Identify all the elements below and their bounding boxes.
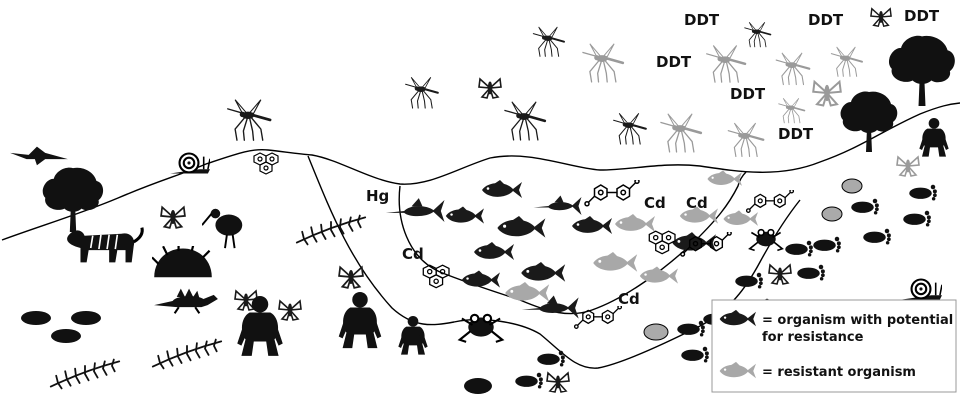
pterosaur-icon bbox=[10, 147, 68, 166]
molecule-icon bbox=[747, 189, 794, 212]
legend-potential-label: = organism with potential bbox=[762, 313, 953, 328]
tree-icon bbox=[889, 36, 955, 106]
butterfly-icon bbox=[279, 301, 301, 320]
snail-icon bbox=[170, 154, 210, 174]
stone-icon bbox=[644, 324, 668, 340]
butterfly-icon bbox=[479, 79, 501, 98]
snail-icon bbox=[902, 280, 942, 300]
fish-icon bbox=[446, 206, 484, 223]
butterfly-icon bbox=[161, 207, 185, 228]
fern-icon bbox=[153, 340, 221, 369]
fish-icon bbox=[593, 252, 637, 272]
footprint-icon bbox=[863, 229, 891, 245]
mosquito-icon bbox=[614, 113, 646, 144]
butterfly-icon bbox=[813, 82, 841, 106]
primate-icon bbox=[919, 118, 948, 157]
fish-icon bbox=[534, 196, 582, 216]
fish-icon bbox=[497, 216, 545, 238]
ddt-label: DDT bbox=[778, 125, 814, 143]
tree-icon bbox=[841, 91, 898, 152]
stone-icon bbox=[71, 311, 101, 325]
cd-label: Cd bbox=[618, 290, 640, 308]
tiger-icon bbox=[67, 228, 142, 263]
frog-icon bbox=[460, 315, 503, 342]
molecule-icon bbox=[254, 153, 278, 174]
footprint-icon bbox=[903, 211, 931, 227]
butterfly-icon bbox=[769, 265, 791, 284]
fish-icon bbox=[386, 198, 445, 222]
hedgehog-icon bbox=[152, 242, 212, 277]
hg-label: Hg bbox=[366, 187, 389, 205]
stone-icon bbox=[464, 378, 492, 394]
molecule-icon bbox=[423, 265, 449, 288]
fish-icon bbox=[615, 214, 655, 232]
fish-icon bbox=[474, 242, 514, 260]
fish-icon bbox=[505, 282, 549, 302]
fish-icon bbox=[572, 216, 612, 234]
stone-icon bbox=[822, 207, 842, 221]
footprint-icon bbox=[677, 321, 705, 337]
fish-icon bbox=[707, 170, 742, 186]
stone-icon bbox=[842, 179, 862, 193]
mosquito-icon bbox=[707, 46, 745, 83]
butterfly-icon bbox=[547, 373, 569, 392]
lizard-icon bbox=[154, 289, 218, 314]
fish-icon bbox=[723, 210, 758, 226]
butterfly-icon bbox=[897, 157, 919, 176]
footprint-icon bbox=[785, 241, 813, 257]
mosquito-icon bbox=[779, 98, 805, 123]
fern-icon bbox=[297, 216, 365, 245]
mosquito-icon bbox=[745, 22, 771, 47]
mosquito-icon bbox=[228, 100, 270, 140]
cd-label: Cd bbox=[644, 194, 666, 212]
mosquito-icon bbox=[661, 114, 701, 152]
fern-icon bbox=[51, 360, 119, 389]
fish-icon bbox=[462, 270, 500, 287]
primate-icon bbox=[398, 316, 427, 355]
footprint-icon bbox=[681, 347, 709, 363]
butterfly-icon bbox=[871, 9, 891, 26]
mosquito-icon bbox=[505, 102, 545, 140]
legend: = organism with potential for resistance… bbox=[712, 300, 956, 392]
mosquito-icon bbox=[728, 123, 763, 156]
ddt-label: DDT bbox=[656, 53, 692, 71]
footprint-icon bbox=[797, 265, 825, 281]
mosquito-icon bbox=[776, 53, 809, 85]
mosquito-icon bbox=[406, 77, 438, 108]
legend-resistant-label: = resistant organism bbox=[762, 365, 916, 380]
ddt-label: DDT bbox=[730, 85, 766, 103]
footprint-icon bbox=[851, 199, 879, 215]
mosquito-icon bbox=[533, 27, 564, 56]
molecule-icon bbox=[585, 179, 639, 206]
stone-icon bbox=[51, 329, 81, 343]
footprint-icon bbox=[515, 373, 543, 389]
fish-icon bbox=[521, 262, 565, 282]
footprint-icon bbox=[735, 273, 763, 289]
stone-icon bbox=[21, 311, 51, 325]
bird-icon bbox=[202, 209, 242, 248]
legend-potential-label-line2: for resistance bbox=[762, 330, 864, 345]
mosquito-icon bbox=[831, 47, 862, 76]
ddt-label: DDT bbox=[808, 11, 844, 29]
footprint-icon bbox=[813, 237, 841, 253]
cd-label: Cd bbox=[402, 245, 424, 263]
molecule-icon bbox=[649, 231, 675, 254]
mosquito-icon bbox=[583, 44, 623, 82]
molecule-icon bbox=[575, 305, 622, 328]
footprint-icon bbox=[909, 185, 937, 201]
ddt-label: DDT bbox=[684, 11, 720, 29]
footprint-icon bbox=[537, 351, 565, 367]
primate-icon bbox=[339, 292, 382, 348]
fish-icon bbox=[482, 180, 522, 198]
ddt-label: DDT bbox=[904, 7, 940, 25]
butterfly-icon bbox=[339, 267, 363, 288]
